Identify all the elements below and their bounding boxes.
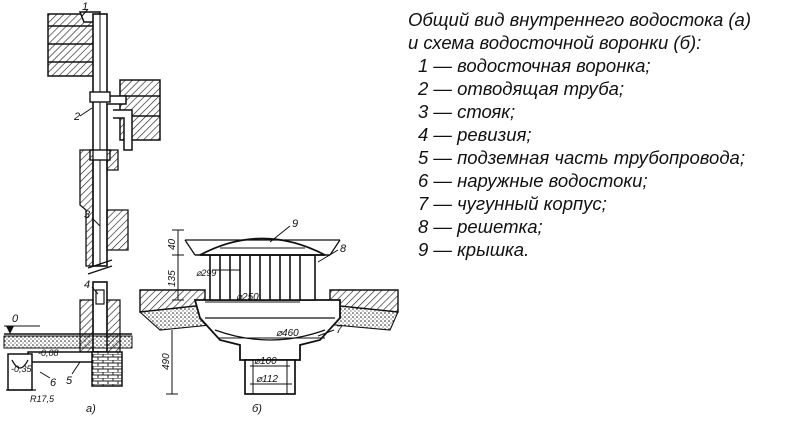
dim-label-r175: R17,5: [30, 394, 55, 404]
legend-item-5: 5 — подземная часть трубопровода;: [418, 147, 745, 168]
dim-490: 490: [161, 353, 172, 370]
legend-item-9: 9 — крышка.: [418, 239, 530, 260]
dim-d100: ⌀100: [254, 356, 277, 367]
figure-a-callout-leaders: [39, 8, 101, 379]
revision-fitting: [95, 289, 105, 305]
figure-a-caption: а): [86, 403, 96, 415]
legend-item-6: 6 — наружные водостоки;: [418, 170, 648, 191]
legend-item-3: 3 — стояк;: [418, 101, 516, 122]
dim-40: 40: [167, 238, 178, 250]
figure-b-callout-leaders: [269, 225, 339, 337]
callout-6: 6: [50, 377, 57, 389]
dim-d250: ⌀250: [236, 292, 259, 303]
callout-4: 4: [84, 279, 90, 291]
callout-1: 1: [82, 1, 88, 13]
legend-list: 1 — водосточная воронка; 2 — отводящая т…: [408, 54, 796, 261]
cast-iron-body: [193, 299, 341, 361]
legend-item-7: 7 — чугунный корпус;: [418, 193, 607, 214]
dim-135: 135: [167, 270, 178, 287]
callout-2: 2: [73, 111, 80, 123]
grate: [209, 254, 316, 301]
dim-d299: ⌀299: [196, 268, 216, 278]
legend-item-2: 2 — отводящая труба;: [418, 78, 625, 99]
figure-b-dimensions: [166, 229, 325, 395]
brick-foundation: [91, 351, 123, 387]
callout-8: 8: [340, 243, 347, 255]
legend: Общий вид внутреннего водостока (а) и сх…: [408, 8, 796, 261]
figure-b-caption: б): [252, 403, 262, 415]
callout-9: 9: [292, 218, 298, 230]
dim-d112: ⌀112: [256, 374, 278, 385]
callout-7: 7: [336, 324, 343, 336]
figure-b-roof-funnel: [138, 237, 399, 395]
callout-3: 3: [84, 209, 91, 221]
legend-title-line-1: Общий вид внутреннего водостока (а): [408, 9, 751, 30]
legend-item-8: 8 — решетка;: [418, 216, 543, 237]
legend-title-line-2: и схема водосточной воронки (б):: [408, 32, 702, 53]
figure-a-ground: [3, 325, 133, 391]
legend-item-1: 1 — водосточная воронка;: [418, 55, 651, 76]
callout-5: 5: [66, 375, 73, 387]
level-mark-zero: 0: [12, 313, 19, 325]
dim-label-minus-035: -0,35: [11, 364, 33, 374]
ground-layer: [3, 335, 133, 349]
cover-lid: [199, 237, 326, 256]
dim-label-minus-008: -0,08: [38, 348, 59, 358]
roof-slab-top: [47, 13, 97, 77]
dim-d460: ⌀460: [276, 328, 299, 339]
legend-item-4: 4 — ревизия;: [418, 124, 532, 145]
